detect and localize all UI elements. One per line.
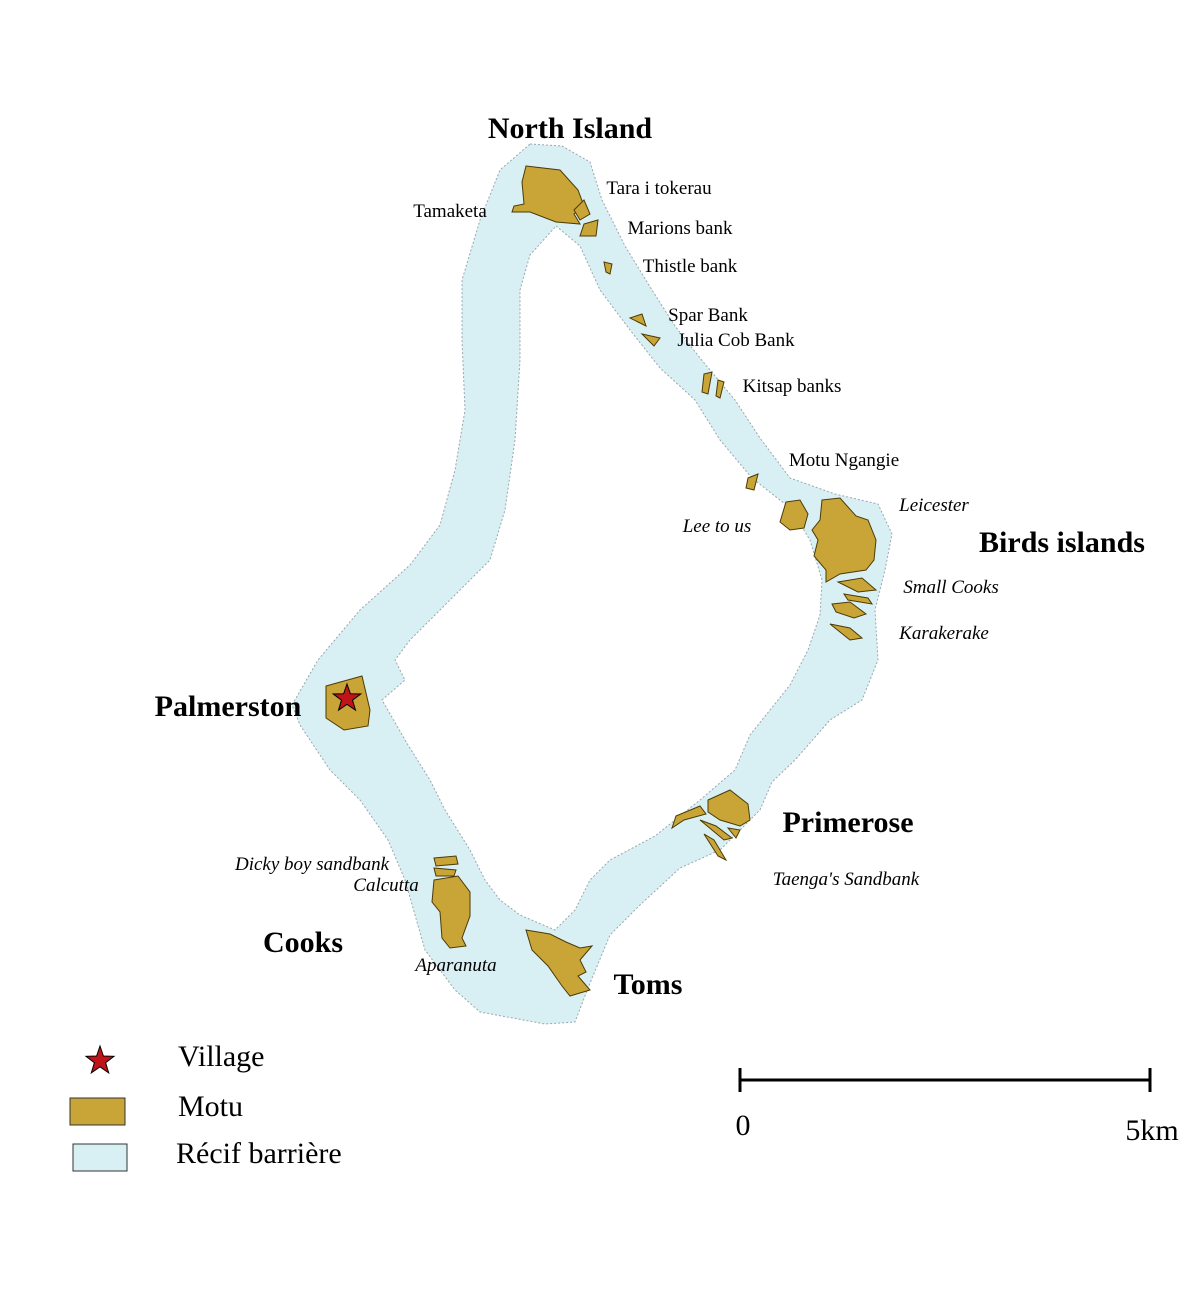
label-tara-i-tokerau: Tara i tokerau: [606, 178, 712, 199]
scale-end-label: 5km: [1125, 1114, 1178, 1147]
label-birds-islands: Birds islands: [979, 526, 1145, 559]
label-primerose: Primerose: [782, 806, 913, 839]
label-palmerston: Palmerston: [155, 690, 302, 723]
label-spar-bank: Spar Bank: [668, 305, 748, 326]
motu-kitsap-b: [715, 379, 725, 399]
legend-village-star-icon: [84, 1044, 116, 1075]
motu-calcutta: [433, 867, 457, 877]
label-lee-to-us: Lee to us: [682, 516, 752, 537]
label-leicester: Leicester: [898, 495, 969, 516]
motu-primerose-a: [671, 805, 707, 830]
label-julia-cob-bank: Julia Cob Bank: [677, 330, 795, 351]
motu-small-cooks-b: [842, 593, 874, 605]
legend: Village Motu Récif barrière: [69, 1040, 342, 1172]
motu-tara-i-tokerau: [573, 199, 591, 221]
motu-small-cooks-a: [836, 577, 878, 593]
village-star-icon: [331, 682, 363, 712]
legend-motu-label: Motu: [178, 1090, 243, 1123]
label-dicky-boy-sandbank: Dicky boy sandbank: [234, 854, 390, 875]
label-karakerake: Karakerake: [898, 623, 989, 644]
legend-reef-swatch: [72, 1143, 128, 1172]
label-tamaketa: Tamaketa: [413, 201, 487, 222]
motu-group: [325, 165, 878, 997]
motu-dicky-boy: [433, 855, 459, 867]
legend-reef-label: Récif barrière: [176, 1137, 342, 1170]
motu-toms: [525, 929, 594, 997]
legend-village-label: Village: [178, 1040, 265, 1073]
motu-leicester: [811, 497, 877, 583]
motu-karakerake-b: [829, 623, 864, 641]
label-taengas-sandbank: Taenga's Sandbank: [773, 869, 920, 890]
motu-lee-to-us: [779, 499, 809, 531]
motu-primerose-main: [707, 789, 751, 827]
label-aparanuta: Aparanuta: [413, 955, 496, 976]
label-cooks: Cooks: [263, 926, 343, 959]
label-thistle-bank: Thistle bank: [643, 256, 738, 277]
motu-kitsap-a: [701, 371, 713, 395]
motu-aparanuta: [431, 875, 471, 949]
scale-bar: 0 5km: [736, 1068, 1179, 1147]
motu-spar-bank: [628, 313, 647, 327]
motu-karakerake-a: [831, 601, 868, 619]
scale-start-label: 0: [736, 1109, 751, 1142]
label-calcutta: Calcutta: [353, 875, 418, 896]
motu-primerose-d: [726, 827, 741, 839]
label-toms: Toms: [614, 968, 683, 1001]
label-marions-bank: Marions bank: [627, 218, 733, 239]
motu-north-island: [511, 165, 585, 225]
motu-primerose-c: [703, 833, 728, 862]
motu-marions-bank: [579, 219, 599, 237]
motu-julia-cob-bank: [640, 333, 661, 347]
label-small-cooks: Small Cooks: [903, 577, 999, 598]
label-north-island: North Island: [488, 112, 653, 145]
label-motu-ngangie: Motu Ngangie: [789, 450, 899, 471]
motu-primerose-b: [699, 819, 734, 841]
motu-ngangie: [745, 473, 759, 491]
label-kitsap-banks: Kitsap banks: [743, 376, 842, 397]
motu-thistle-bank: [603, 261, 613, 275]
legend-motu-swatch: [69, 1097, 126, 1126]
